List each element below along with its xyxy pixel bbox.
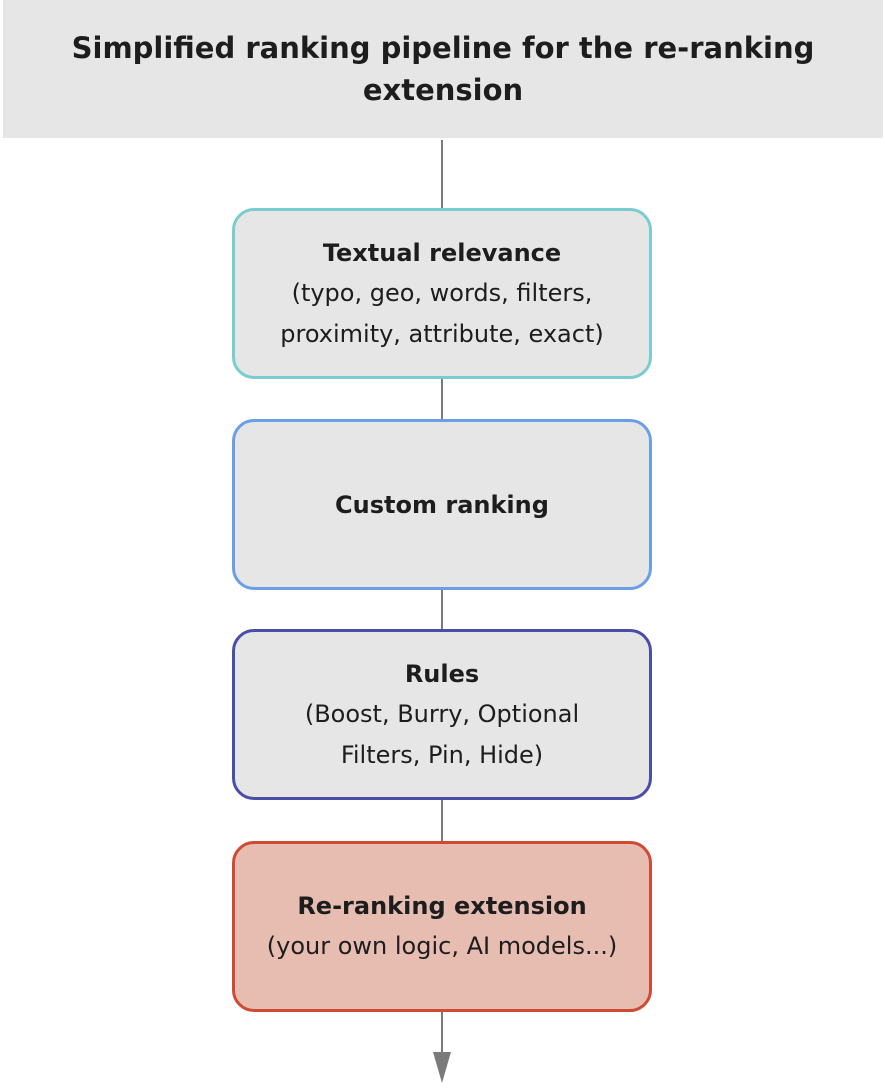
step-custom-ranking: Custom ranking — [232, 419, 652, 590]
output-arrowhead — [433, 1052, 451, 1083]
diagram-title: Simplified ranking pipeline for the re-r… — [71, 31, 815, 107]
step-title: Custom ranking — [335, 490, 549, 519]
step-subtitle: (typo, geo, words, filters, proximity, a… — [280, 278, 604, 348]
step-title: Re-ranking extension — [297, 892, 587, 920]
step-title: Textual relevance — [322, 238, 562, 267]
diagram-header: Simplified ranking pipeline for the re-r… — [3, 0, 883, 138]
step-subtitle: (your own logic, AI models...) — [266, 932, 618, 960]
step-subtitle: (Boost, Burry, Optional Filters, Pin, Hi… — [304, 699, 580, 769]
step-title: Rules — [404, 659, 480, 688]
step-re-ranking-extension: Re-ranking extension (your own logic, AI… — [232, 841, 652, 1012]
step-textual-relevance: Textual relevance (typo, geo, words, fil… — [232, 208, 652, 379]
step-rules: Rules (Boost, Burry, Optional Filters, P… — [232, 629, 652, 800]
